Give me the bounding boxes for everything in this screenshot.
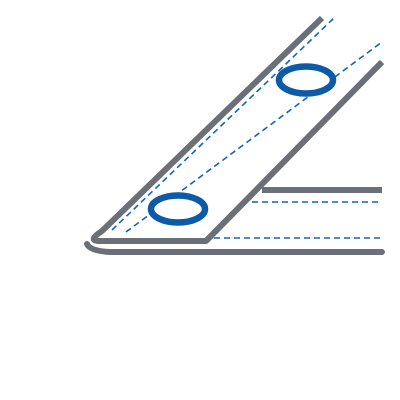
horizontal-strap-bottom-edge <box>84 241 385 255</box>
grommet-upper-icon <box>275 63 337 97</box>
diagonal-stitch-outer <box>111 17 335 231</box>
horizontal-strap-band <box>200 190 382 252</box>
diagonal-strap-outer-edge <box>90 15 385 244</box>
grommet-lower-icon <box>147 192 209 226</box>
